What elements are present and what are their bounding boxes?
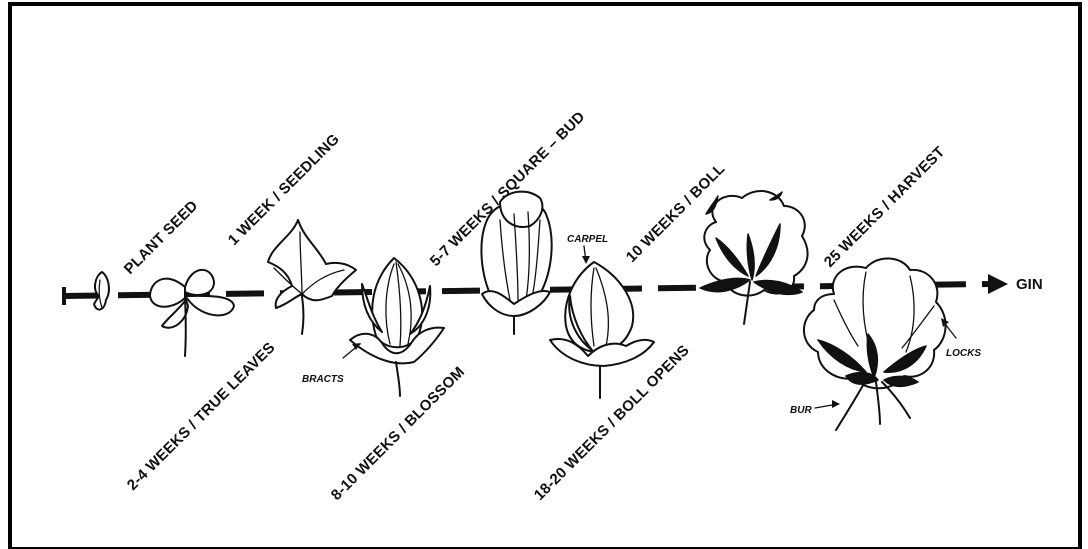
square-bud-icon <box>350 258 444 396</box>
label-blossom: 8-10 WEEKS / BLOSSOM <box>328 363 468 503</box>
label-boll-opens: 18-20 WEEKS / BOLL OPENS <box>531 342 693 504</box>
carpel-pointer <box>582 246 590 264</box>
label-carpel: CARPEL <box>567 234 608 245</box>
boll-opens-icon <box>700 191 808 324</box>
seedling-icon <box>150 270 234 356</box>
seed-icon <box>94 272 109 310</box>
label-seedling: 1 WEEK / SEEDLING <box>225 131 343 249</box>
label-true-leaves: 2-4 WEEKS / TRUE LEAVES <box>124 339 279 494</box>
true-leaf-icon <box>268 220 356 334</box>
label-plant-seed: PLANT SEED <box>121 197 202 278</box>
label-bracts: BRACTS <box>302 374 344 385</box>
label-locks: LOCKS <box>946 348 981 359</box>
bracts-pointer <box>343 343 361 358</box>
label-bur: BUR <box>790 405 812 416</box>
gin-label: GIN <box>1016 276 1043 293</box>
bur-pointer <box>815 400 840 408</box>
boll-icon <box>550 262 654 398</box>
label-harvest: 25 WEEKS / HARVEST <box>821 143 949 271</box>
